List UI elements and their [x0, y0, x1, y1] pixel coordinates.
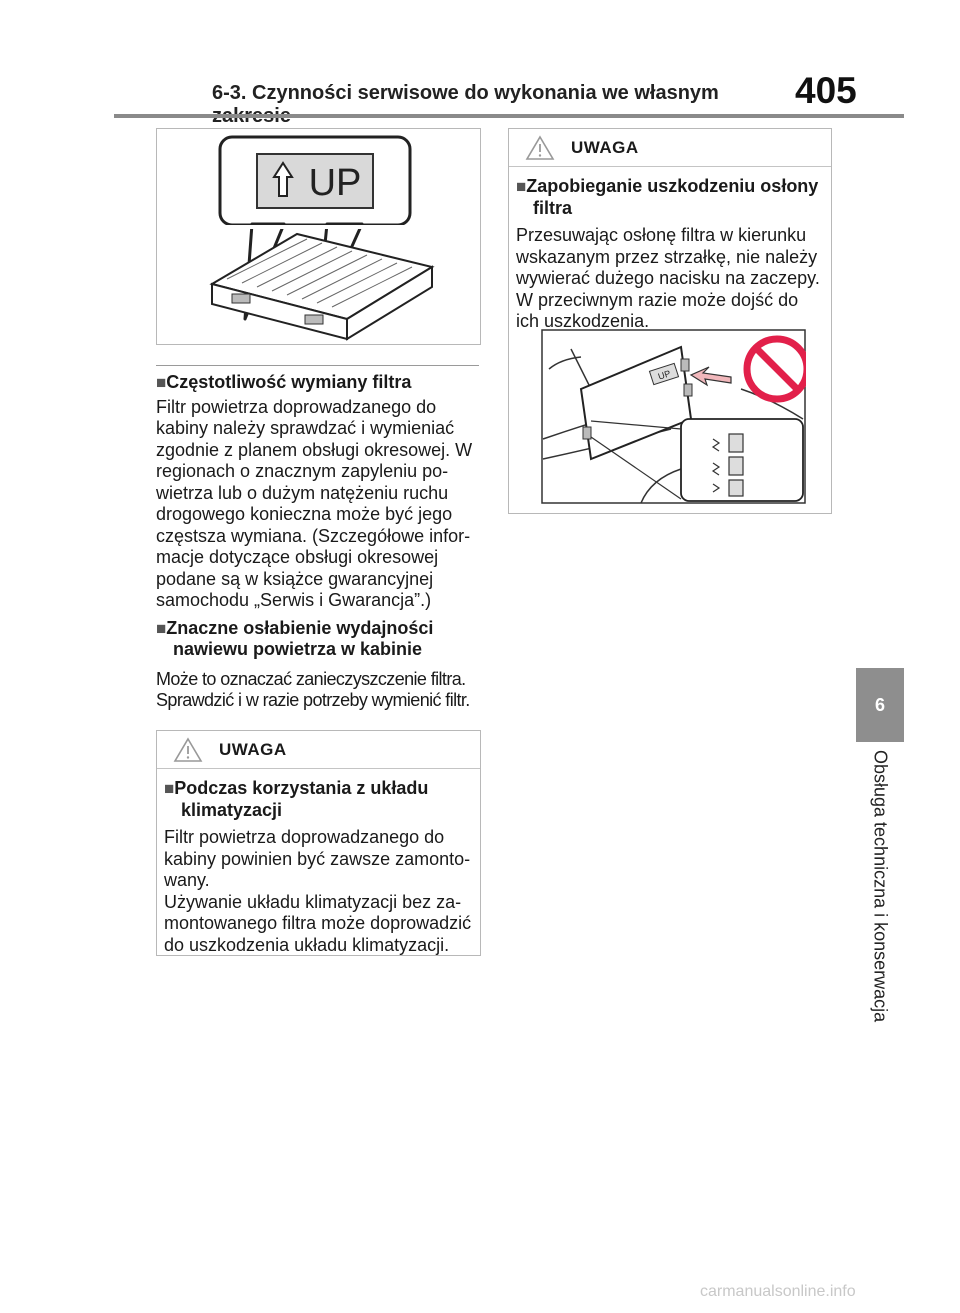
- bullet-square-icon: ■: [164, 779, 175, 798]
- page-number: 405: [795, 70, 857, 111]
- filter-cover-illustration: UP: [541, 329, 806, 504]
- section-body: Może to oznaczać zanieczyszczenie filtra…: [156, 668, 470, 711]
- heading-text: Zapobieganie uszkodzeniu osłony filtra: [526, 176, 819, 218]
- up-label-text-small: UP: [657, 368, 672, 381]
- section-body: Filtr powietrza doprowadzanego do kabiny…: [156, 396, 473, 611]
- warning-text: Filtr powietrza doprowadzanego do kabiny…: [164, 827, 472, 955]
- warning-body: ■Podczas korzystania z układu klimatyzac…: [157, 769, 480, 956]
- warning-label: UWAGA: [571, 138, 639, 157]
- warning-heading: ■Podczas korzystania z układu klimatyzac…: [164, 778, 474, 821]
- warning-box: UWAGA ■Podczas korzystania z układu klim…: [156, 730, 481, 956]
- filter-figure: UP: [156, 128, 481, 345]
- section-heading: ■Znaczne osłabienie wydajności nawiewu p…: [156, 618, 482, 661]
- chapter-number: 6: [874, 694, 885, 715]
- section-heading: ■Częstotliwość wymiany filtra: [156, 372, 482, 394]
- bullet-square-icon: ■: [156, 618, 167, 638]
- bullet-square-icon: ■: [516, 177, 527, 196]
- bullet-square-icon: ■: [156, 373, 167, 392]
- warning-heading: ■Zapobieganie uszkodzeniu osłony filtra: [516, 176, 825, 219]
- up-label-text: UP: [309, 162, 362, 204]
- chapter-title: Obsługa techniczna i konserwacja: [870, 750, 891, 1023]
- warning-text: Przesuwając osłonę filtra w kierunku wsk…: [516, 225, 820, 331]
- warning-triangle-icon: [173, 737, 203, 762]
- header-rule: [114, 114, 904, 118]
- warning-header: UWAGA: [157, 731, 480, 769]
- warning-label: UWAGA: [219, 740, 287, 759]
- heading-text: Podczas korzystania z układu klimatyzacj…: [174, 778, 429, 820]
- heading-text: Częstotliwość wymiany filtra: [166, 372, 412, 392]
- section-title: 6-3. Czynności serwisowe do wykonania we…: [212, 82, 719, 127]
- warning-triangle-icon: [525, 135, 555, 160]
- watermark: carmanualsonline.info: [700, 1283, 856, 1300]
- warning-header: UWAGA: [509, 129, 831, 167]
- warning-box: UWAGA ■Zapobieganie uszkodzeniu osłony f…: [508, 128, 832, 514]
- warning-body: ■Zapobieganie uszkodzeniu osłony filtra …: [509, 167, 831, 333]
- chapter-tab: 6: [856, 668, 904, 742]
- filter-illustration: UP: [209, 135, 435, 341]
- heading-text: Znaczne osłabienie wydajności nawiewu po…: [166, 617, 434, 660]
- left-column: ■Częstotliwość wymiany filtra Filtr powi…: [156, 372, 482, 712]
- section-rule: [156, 365, 479, 366]
